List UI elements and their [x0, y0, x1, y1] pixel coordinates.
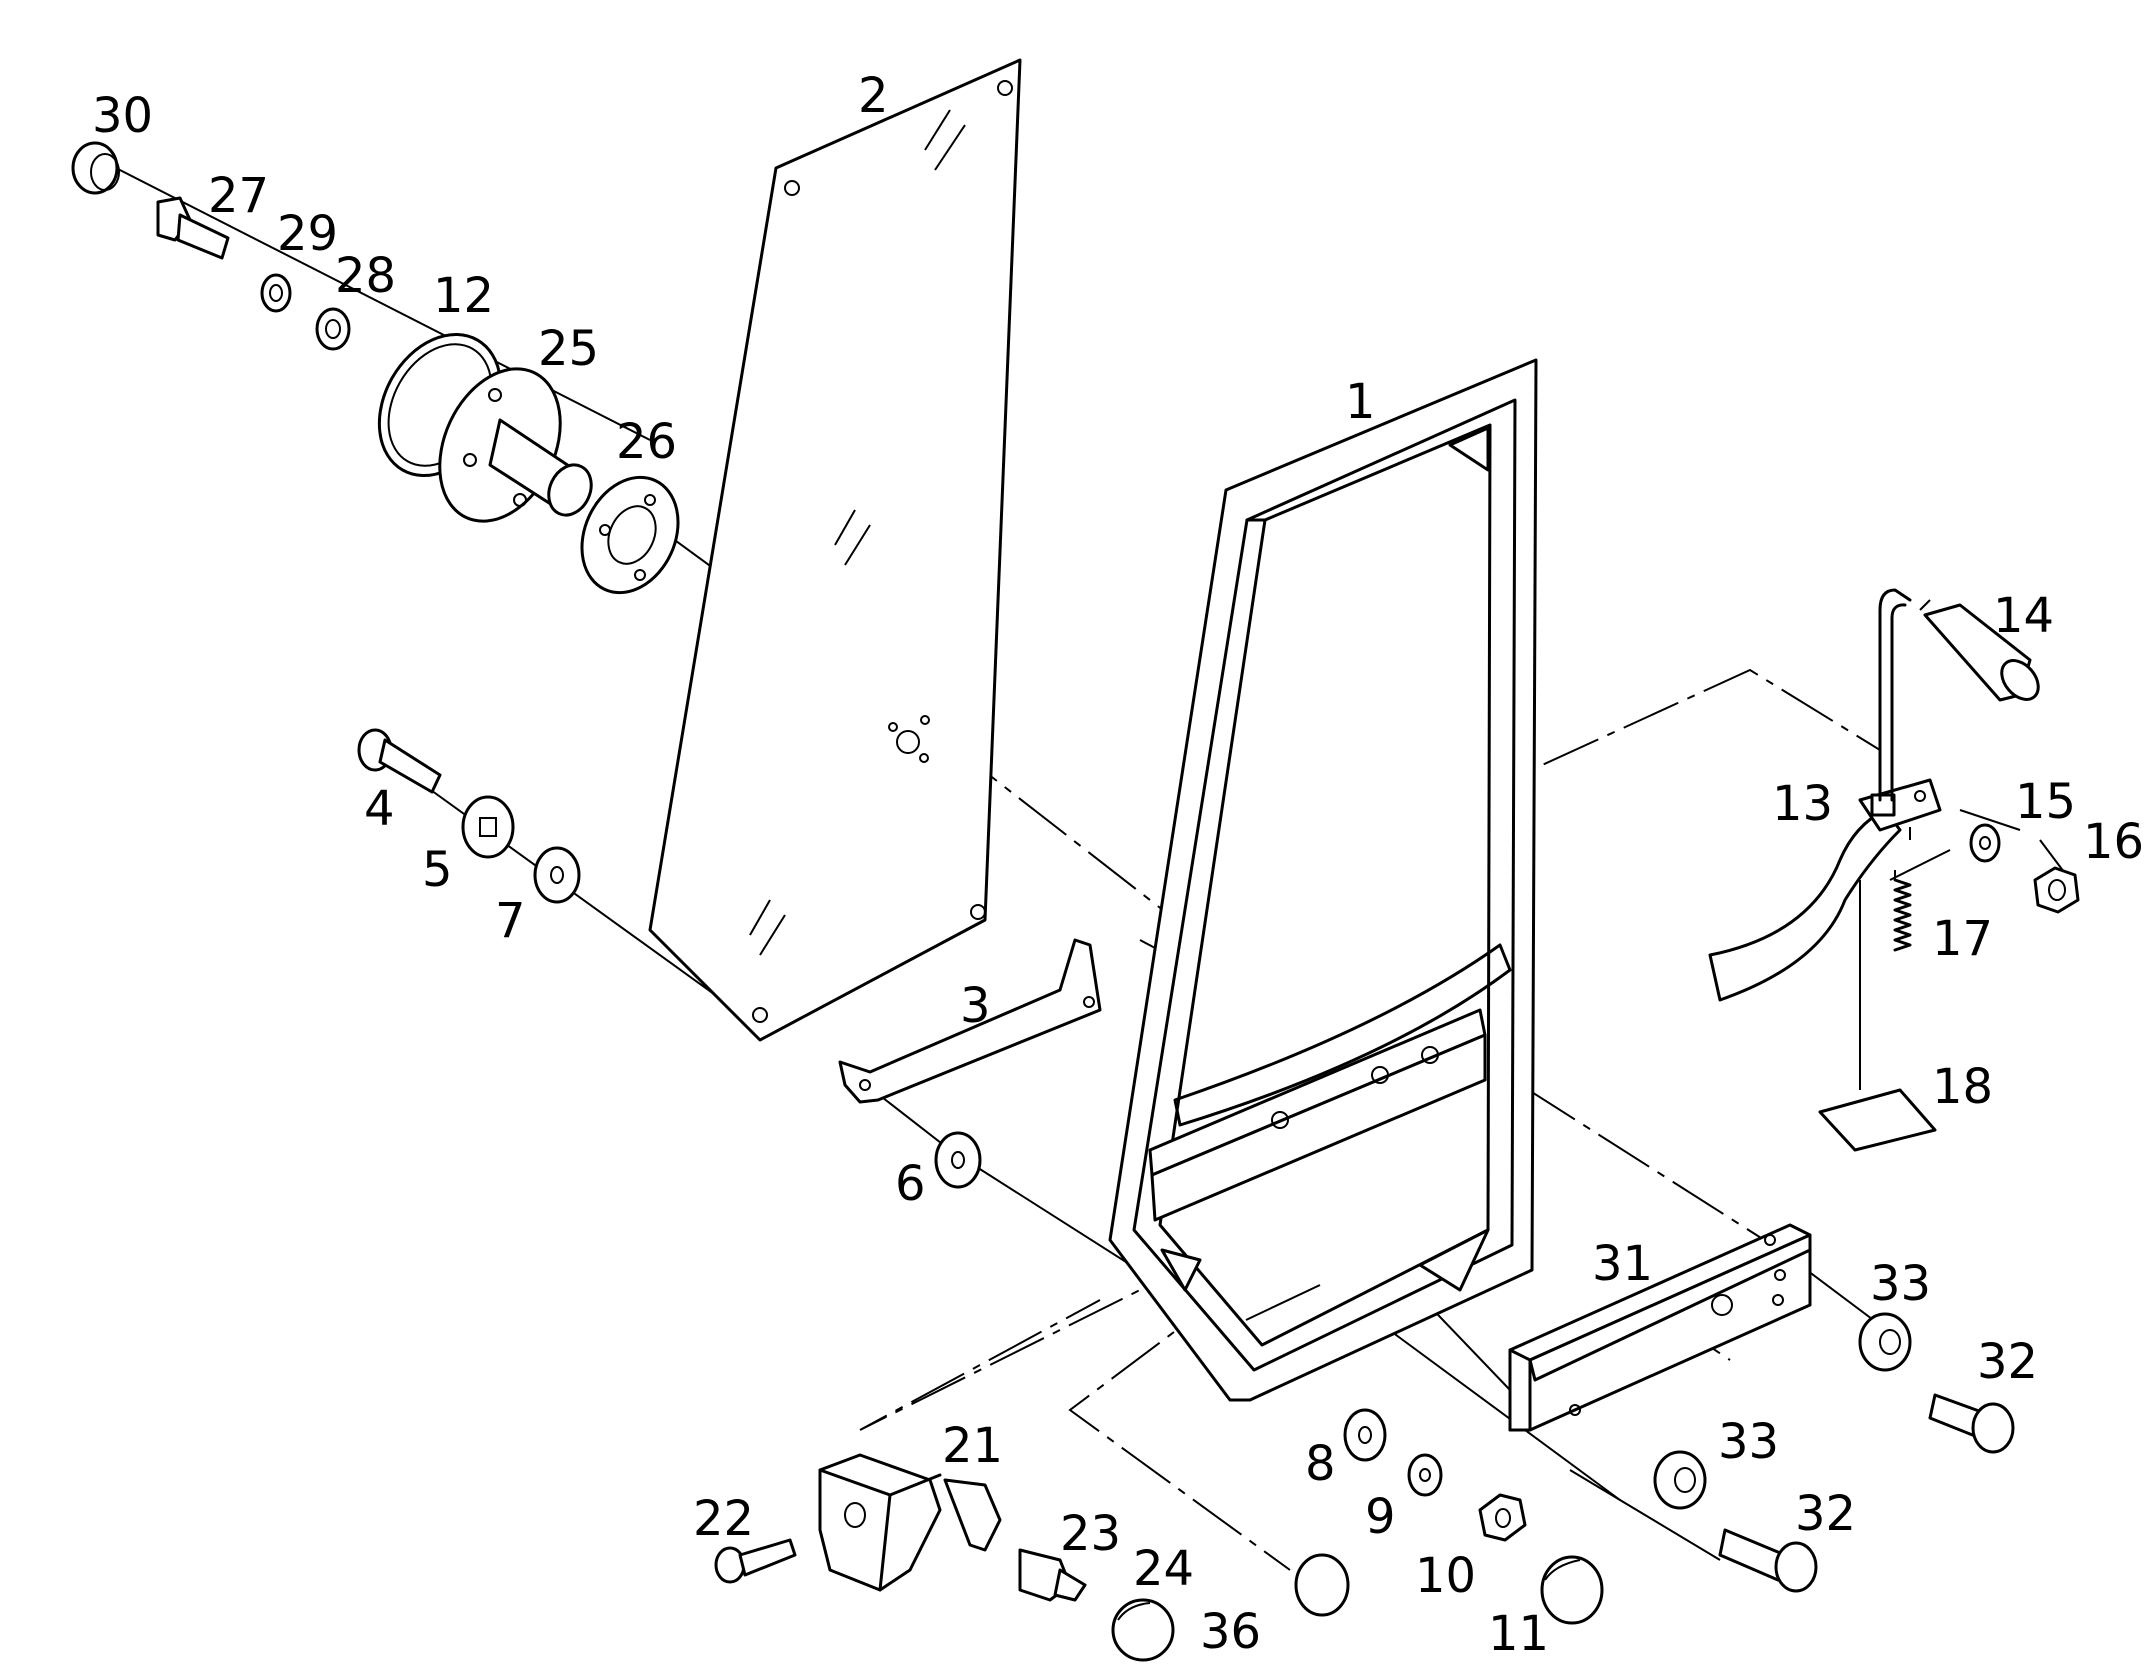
label-14: 14 — [1993, 588, 2054, 644]
washer-28 — [315, 307, 351, 351]
bracket — [838, 938, 1102, 1104]
washer-15 — [1969, 823, 2001, 863]
cap-nut-24 — [1111, 1598, 1175, 1662]
screw-32-upper — [1928, 1393, 2015, 1454]
label-7: 7 — [495, 893, 526, 949]
label-4: 4 — [364, 781, 395, 837]
washer-29 — [260, 273, 292, 313]
label-33-upper: 33 — [1870, 1256, 1931, 1312]
label-32-lower: 32 — [1795, 1486, 1856, 1542]
lever-13 — [1708, 588, 1942, 1002]
bolt-23 — [1018, 1548, 1087, 1602]
label-27: 27 — [208, 168, 269, 224]
pad-18 — [1818, 1088, 1937, 1152]
label-17: 17 — [1932, 911, 1993, 967]
label-29: 29 — [277, 206, 338, 262]
label-5: 5 — [422, 842, 453, 898]
label-28: 28 — [335, 248, 396, 304]
washer-33-upper — [1858, 1312, 1912, 1372]
label-18: 18 — [1932, 1059, 1993, 1115]
label-26: 26 — [616, 414, 677, 470]
square-washer-5 — [461, 795, 515, 859]
flange-plate — [580, 475, 680, 595]
label-8: 8 — [1305, 1436, 1336, 1492]
label-25: 25 — [538, 321, 599, 377]
label-9: 9 — [1365, 1489, 1396, 1545]
hub-flange — [438, 367, 593, 523]
label-36: 36 — [1200, 1604, 1261, 1660]
screw-22 — [714, 1538, 797, 1584]
part-labels: 1 2 3 4 5 6 7 8 9 10 11 12 13 14 15 16 1… — [92, 68, 2144, 1662]
label-12: 12 — [433, 268, 494, 324]
washer-7 — [533, 846, 581, 904]
label-3: 3 — [960, 978, 991, 1034]
glass-panel — [648, 58, 1022, 1042]
plug-36 — [1294, 1553, 1350, 1617]
cap-nut-11 — [1540, 1555, 1604, 1625]
label-2: 2 — [858, 68, 889, 124]
washer-6 — [934, 1131, 982, 1189]
latch-21 — [818, 1453, 1002, 1592]
spring-17 — [1893, 870, 1912, 952]
label-6: 6 — [895, 1156, 926, 1212]
label-24: 24 — [1133, 1541, 1194, 1597]
channel-bracket — [1508, 1223, 1812, 1432]
label-23: 23 — [1060, 1506, 1121, 1562]
cap-nut-30 — [71, 141, 120, 195]
nut-16 — [2033, 866, 2080, 914]
label-16: 16 — [2083, 814, 2144, 870]
label-33-lower: 33 — [1718, 1414, 1779, 1470]
washer-8 — [1343, 1408, 1387, 1462]
washer-9 — [1407, 1453, 1443, 1497]
label-15: 15 — [2015, 774, 2076, 830]
knob-14 — [1919, 599, 2040, 702]
label-32-upper: 32 — [1977, 1334, 2038, 1390]
label-22: 22 — [693, 1491, 754, 1547]
label-13: 13 — [1772, 776, 1833, 832]
screw-32-lower — [1718, 1528, 1818, 1593]
label-30: 30 — [92, 88, 153, 144]
nut-10 — [1478, 1493, 1527, 1542]
label-1: 1 — [1345, 374, 1376, 430]
washer-33-lower — [1653, 1450, 1707, 1510]
label-31: 31 — [1592, 1236, 1653, 1292]
label-11: 11 — [1488, 1606, 1549, 1662]
label-10: 10 — [1415, 1548, 1476, 1604]
label-21: 21 — [942, 1418, 1003, 1474]
bolt-27 — [156, 196, 230, 260]
door-frame — [1108, 358, 1538, 1402]
bolt-4 — [357, 728, 442, 794]
